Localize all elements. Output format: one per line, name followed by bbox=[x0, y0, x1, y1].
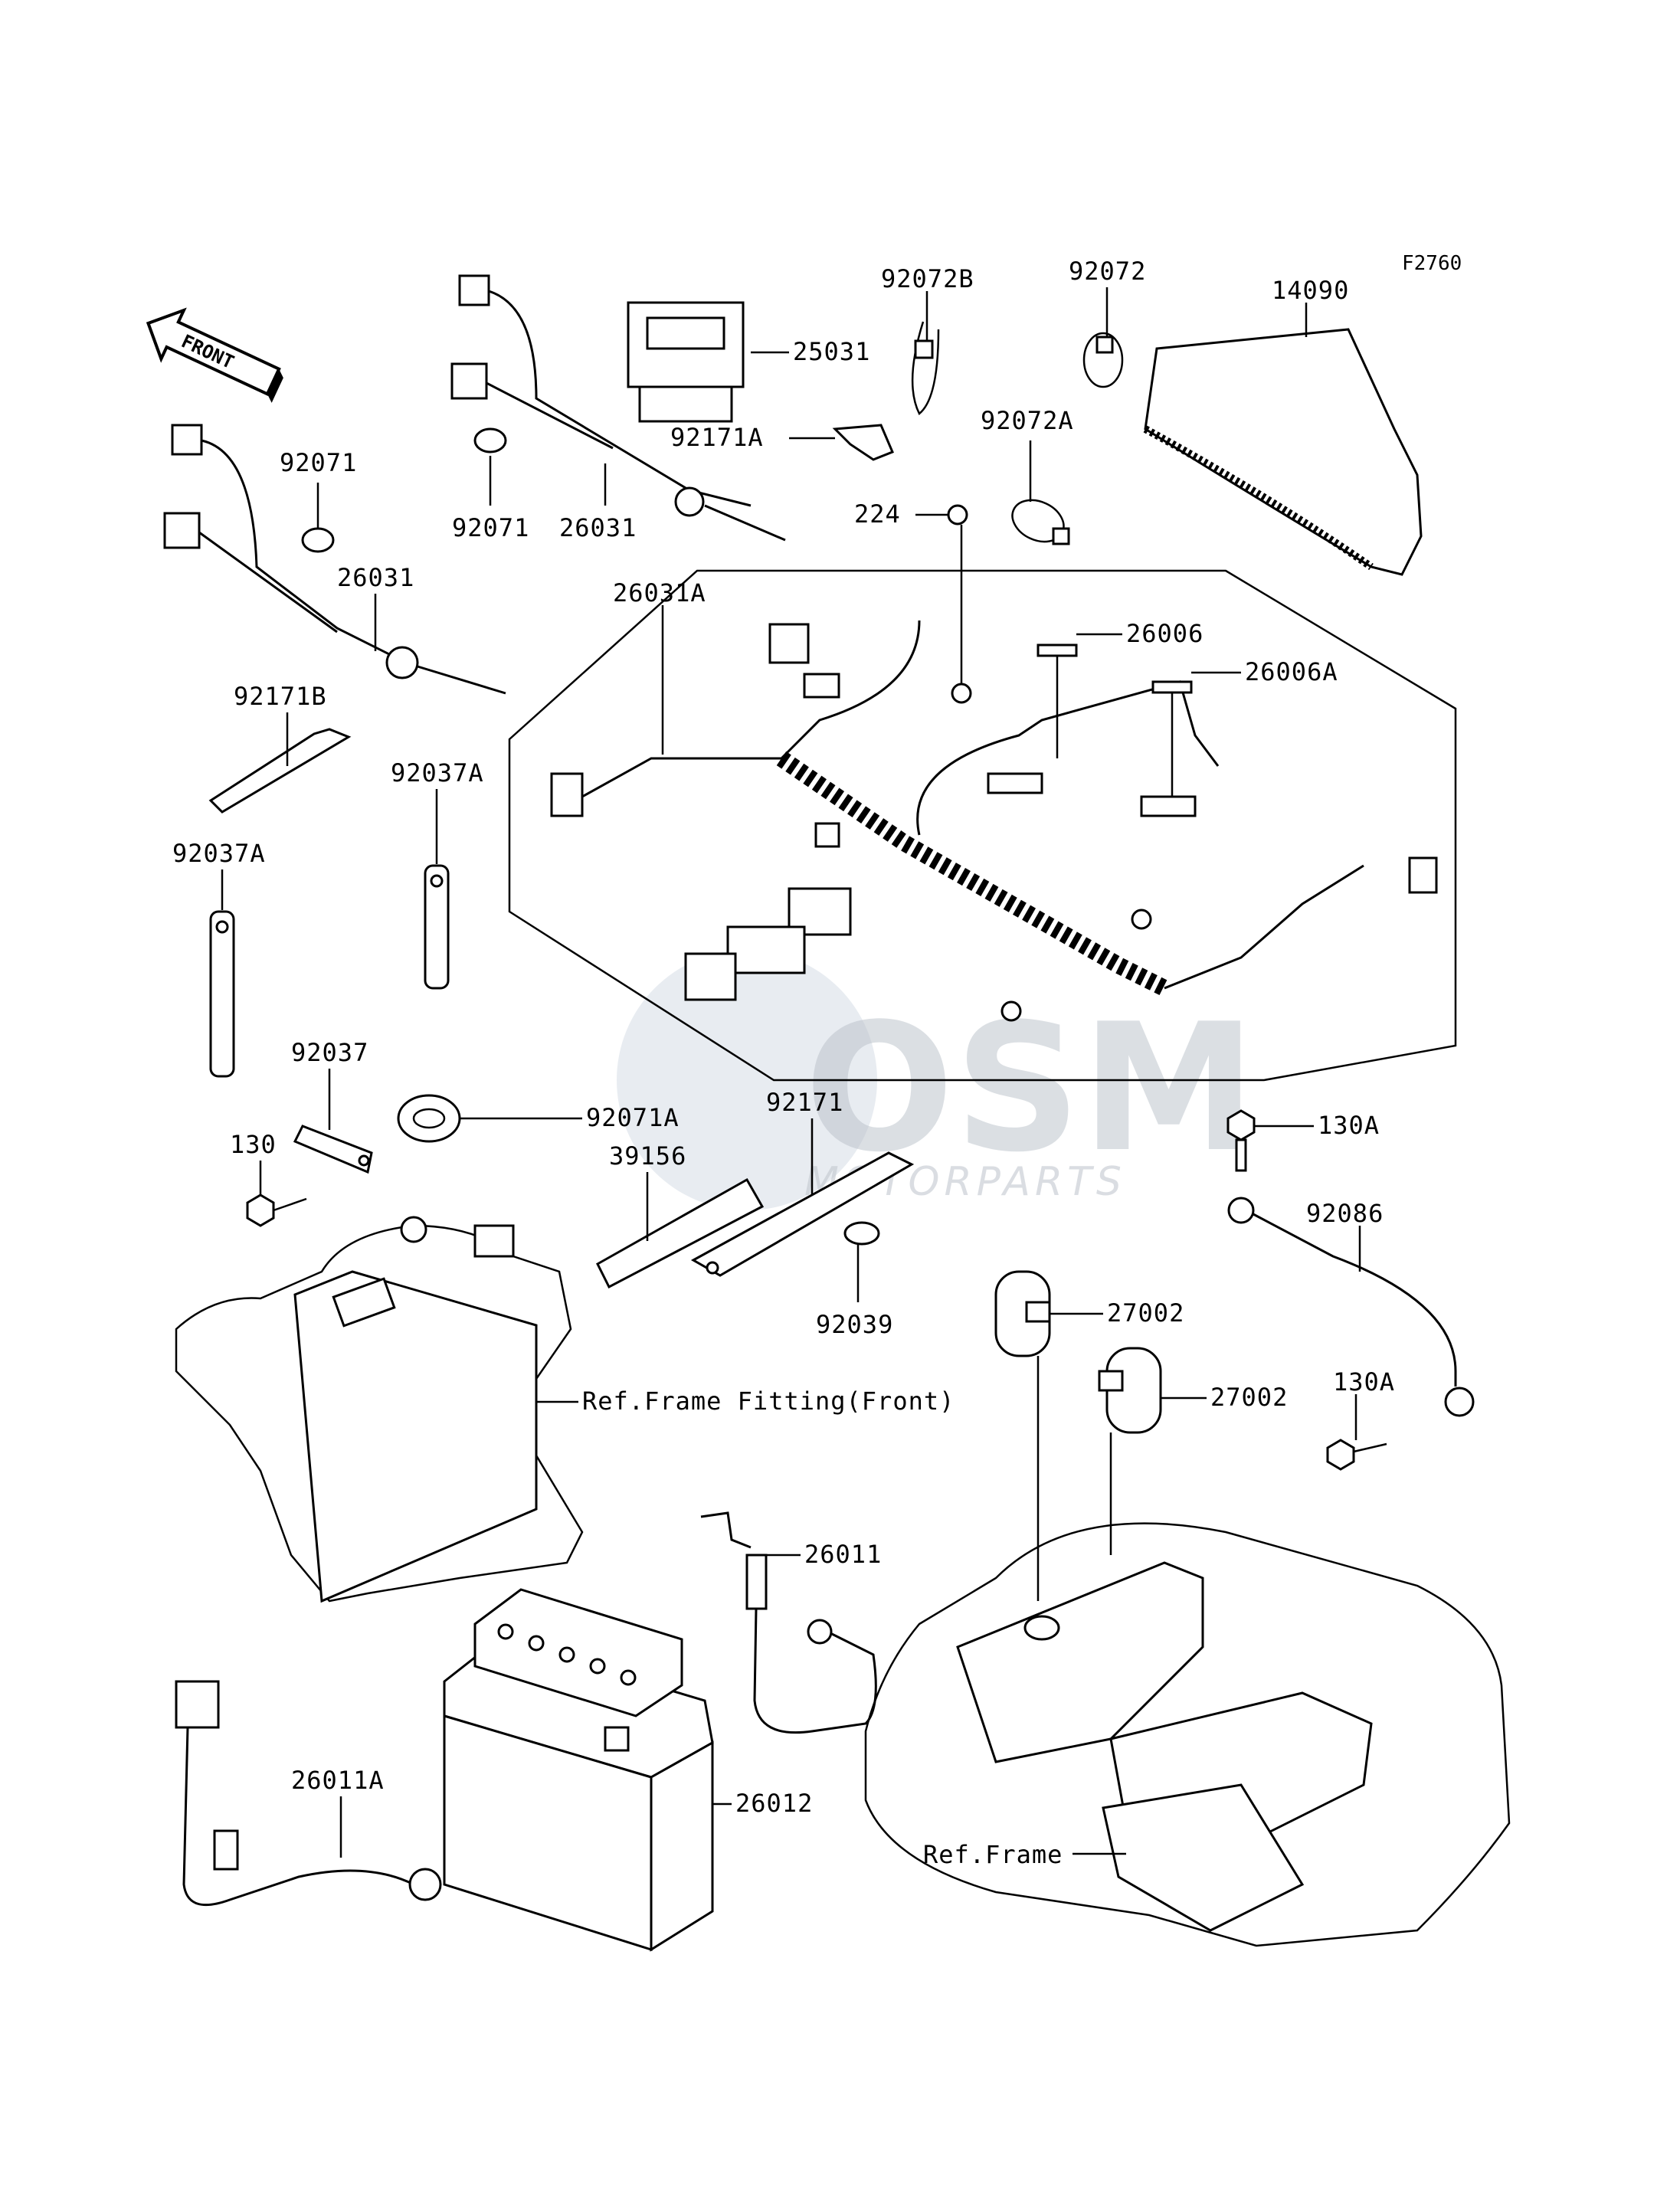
label-92086: 92086 bbox=[1306, 1199, 1384, 1228]
part-92072A-clamp: 92072A bbox=[981, 406, 1074, 545]
label-130: 130 bbox=[230, 1130, 277, 1159]
part-26031-harness-mid: 26031 bbox=[450, 274, 786, 542]
label-27002-top: 27002 bbox=[1107, 1298, 1184, 1328]
part-26031A-main-harness: 26031A bbox=[508, 569, 1457, 1082]
part-92037A-strip-right: 92037A bbox=[391, 758, 484, 990]
part-26031-harness-left: 26031 bbox=[163, 424, 506, 695]
label-26006A: 26006A bbox=[1245, 657, 1338, 686]
part-92171B-bracket: 92171B bbox=[208, 682, 352, 814]
part-92037-strap: 92037 bbox=[291, 1038, 373, 1174]
part-92071-grommet-left: 92071 bbox=[280, 448, 357, 553]
label-27002-bottom: 27002 bbox=[1210, 1383, 1288, 1412]
part-26006A-fuse: 26006A bbox=[1151, 657, 1338, 797]
part-92072-clamp: 92072 bbox=[1069, 257, 1146, 388]
label-92171B: 92171B bbox=[234, 682, 327, 711]
part-14090-cover: 14090 bbox=[1143, 276, 1423, 576]
part-92072B-clamp: 92072B bbox=[881, 264, 974, 415]
label-25031: 25031 bbox=[793, 337, 870, 366]
part-27002-relay-bottom: 27002 bbox=[1098, 1347, 1288, 1555]
label-26011A: 26011A bbox=[291, 1766, 385, 1795]
label-92072: 92072 bbox=[1069, 257, 1146, 286]
label-26031-left: 26031 bbox=[337, 563, 414, 592]
label-26031-mid: 26031 bbox=[559, 513, 637, 542]
part-27002-relay-top: 27002 bbox=[994, 1270, 1184, 1601]
part-92171-bracket: 92171 bbox=[690, 1088, 915, 1277]
part-92037A-strip-left: 92037A bbox=[172, 839, 266, 1078]
figure-code: F2760 bbox=[1402, 252, 1462, 275]
label-92171: 92171 bbox=[766, 1088, 843, 1117]
label-92071-mid: 92071 bbox=[452, 513, 529, 542]
part-26011A-cable: 26011A bbox=[175, 1680, 442, 1907]
part-92171A-clip: 92171A bbox=[670, 423, 894, 461]
label-92039: 92039 bbox=[816, 1310, 893, 1339]
part-39156-pad: 39156 bbox=[596, 1141, 765, 1289]
label-26006: 26006 bbox=[1126, 619, 1204, 648]
part-92086-ground-cable: 92086 bbox=[1227, 1197, 1475, 1417]
label-26011: 26011 bbox=[804, 1540, 882, 1569]
part-224-screw: 224 bbox=[854, 499, 968, 689]
label-130A-bottom: 130A bbox=[1333, 1367, 1395, 1396]
label-92071-left: 92071 bbox=[280, 448, 357, 477]
label-224: 224 bbox=[854, 499, 901, 529]
label-26012: 26012 bbox=[735, 1789, 813, 1818]
front-arrow-icon: FRONT bbox=[146, 307, 283, 403]
part-92039-clip: 92039 bbox=[816, 1221, 893, 1339]
part-26012-battery: 26012 bbox=[443, 1588, 813, 1952]
part-25031-meter: 25031 bbox=[627, 301, 870, 423]
label-ref-frame: Ref.Frame bbox=[923, 1840, 1063, 1869]
label-ref-frame-fitting-front: Ref.Frame Fitting(Front) bbox=[582, 1387, 955, 1416]
label-130A-top: 130A bbox=[1318, 1111, 1380, 1140]
part-92071A-grommet: 92071A bbox=[397, 1094, 680, 1143]
part-26011-cable: 26011 bbox=[700, 1511, 882, 1734]
label-92037A-right: 92037A bbox=[391, 758, 484, 787]
part-130A-bolt-bottom: 130A bbox=[1326, 1367, 1395, 1471]
label-92072B: 92072B bbox=[881, 264, 974, 293]
label-92037: 92037 bbox=[291, 1038, 368, 1067]
part-26006-fuse: 26006 bbox=[1036, 619, 1204, 758]
part-92071-grommet-mid: 92071 bbox=[452, 427, 529, 542]
label-92037A-left: 92037A bbox=[172, 839, 266, 868]
label-92171A: 92171A bbox=[670, 423, 764, 452]
label-92071A: 92071A bbox=[586, 1103, 680, 1132]
part-130-bolt: 130 bbox=[230, 1130, 307, 1227]
part-130A-bolt-top: 130A bbox=[1226, 1109, 1380, 1172]
label-92072A: 92072A bbox=[981, 406, 1074, 435]
label-26031A: 26031A bbox=[613, 578, 706, 607]
label-14090: 14090 bbox=[1272, 276, 1349, 305]
ref-frame-fitting-front: Ref.Frame Fitting(Front) bbox=[175, 1216, 955, 1603]
ref-frame: Ref.Frame bbox=[864, 1522, 1511, 1947]
label-39156: 39156 bbox=[609, 1141, 686, 1171]
